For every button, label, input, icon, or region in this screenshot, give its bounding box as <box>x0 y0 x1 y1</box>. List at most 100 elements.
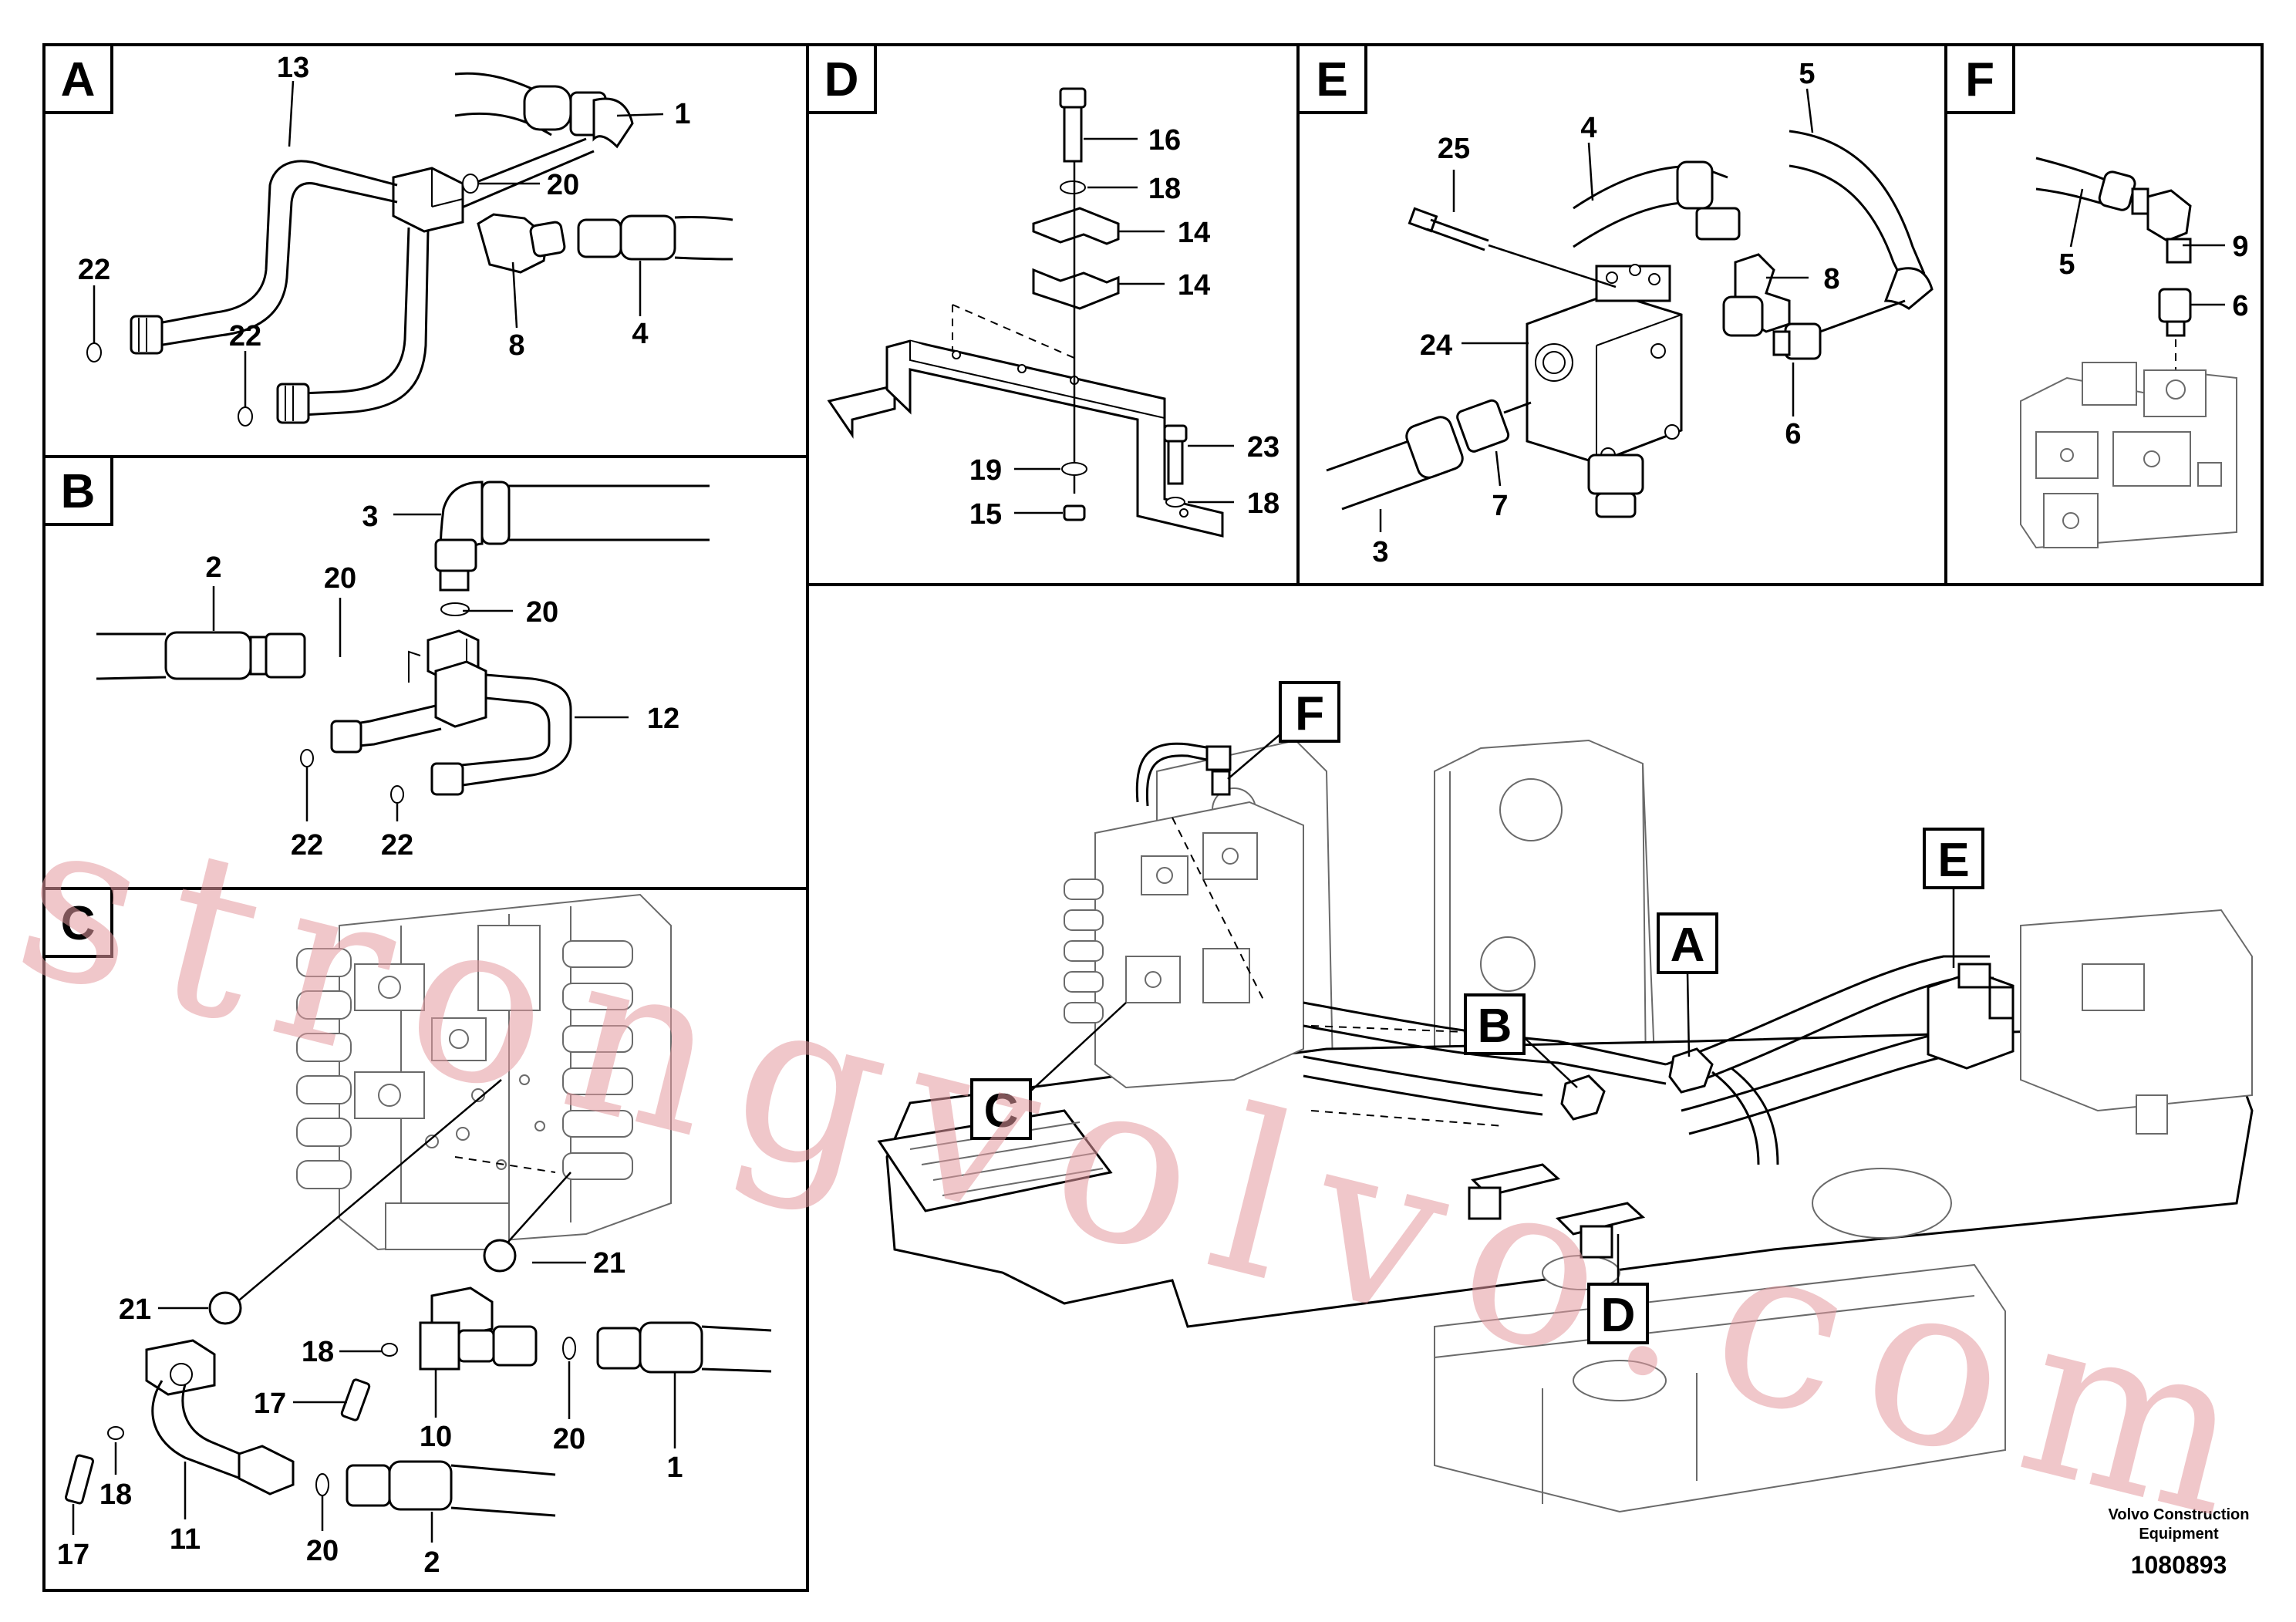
hose-sleeve-4 <box>619 214 676 261</box>
panel-e: E <box>1296 43 1947 586</box>
valve-spools <box>296 940 633 1189</box>
callout-20: 20 <box>553 1423 585 1455</box>
bolt-17 <box>65 1454 94 1505</box>
clamp-14 <box>1032 207 1120 245</box>
tee-block <box>392 167 464 233</box>
overview-tag-b-box <box>1464 993 1526 1055</box>
callout-4: 4 <box>632 318 648 350</box>
callout-11: 11 <box>170 1523 201 1556</box>
footer-brand-line2: Equipment <box>2139 1526 2219 1543</box>
pipe-12 <box>462 673 572 787</box>
panel-c: C <box>42 887 809 1592</box>
panel-d: D 16 18 14 14 <box>806 43 1300 586</box>
footer: Volvo Construction Equipment 1080893 <box>2109 1506 2250 1579</box>
overview-tag-e: E <box>1937 834 1969 887</box>
elbow-9 <box>2146 189 2192 242</box>
panel-b-tag: B <box>61 465 96 518</box>
panel-c-tag-box <box>42 887 113 958</box>
elbow-11 <box>238 1445 295 1496</box>
clamp-14 <box>1032 268 1120 310</box>
callout-20: 20 <box>324 562 356 595</box>
o-ring <box>86 342 102 363</box>
control-valve <box>296 893 672 1251</box>
hose-5 <box>1789 130 1926 275</box>
bolt-17 <box>340 1378 371 1421</box>
overview-tag-c: C <box>984 1084 1019 1138</box>
callout-8: 8 <box>1823 263 1839 295</box>
hose-1 <box>701 1325 772 1332</box>
callout-1: 1 <box>666 1452 683 1484</box>
panel-f-tag: F <box>1965 53 1994 106</box>
callout-23: 23 <box>1247 431 1279 464</box>
callout-20: 20 <box>547 169 579 201</box>
washer-18 <box>107 1426 124 1440</box>
bolt-23 <box>1167 440 1184 485</box>
callout-18: 18 <box>99 1479 132 1511</box>
washer-19 <box>1061 462 1087 476</box>
nut-10 <box>492 1325 538 1367</box>
o-ring-20 <box>562 1337 576 1360</box>
overview-tag-a: A <box>1671 919 1705 972</box>
callout-6: 6 <box>2232 290 2248 322</box>
callout-19: 19 <box>969 454 1002 487</box>
hose-sleeve-2 <box>164 631 252 680</box>
callout-2: 2 <box>423 1546 440 1579</box>
panel-a-tag-box <box>42 43 113 114</box>
hose-4 <box>674 216 733 221</box>
overview-tag-f: F <box>1295 687 1324 740</box>
overview-tag-f-box <box>1279 681 1340 743</box>
washer-18 <box>381 1343 398 1357</box>
adapter-6 <box>2158 288 2192 323</box>
overview-valve-e <box>1927 963 2014 1070</box>
o-ring-21 <box>208 1291 242 1325</box>
nut-3 <box>434 538 477 572</box>
hose-sleeve <box>523 85 572 131</box>
panel-f-tag-box <box>1944 43 2015 114</box>
callout-1: 1 <box>674 98 690 130</box>
overview-hose-f <box>1135 742 1212 803</box>
lower-frame <box>1434 1263 2006 1513</box>
valve-ports <box>354 925 545 1250</box>
overview-tag-a-box <box>1657 912 1718 974</box>
callout-5: 5 <box>1799 58 1815 90</box>
bracket <box>885 339 1224 538</box>
o-ring-22 <box>300 749 314 767</box>
footer-drawing-code: 1080893 <box>2131 1551 2227 1579</box>
callout-18: 18 <box>1247 487 1279 520</box>
pipe-13 <box>153 160 398 325</box>
overview-tag-b: B <box>1478 1000 1512 1053</box>
o-ring-20 <box>462 174 479 194</box>
hose-sleeve-2 <box>388 1460 453 1511</box>
callout-24: 24 <box>1420 329 1452 362</box>
callout-17: 17 <box>254 1388 286 1420</box>
callout-3: 3 <box>1372 536 1388 568</box>
nut-1 <box>596 1327 642 1370</box>
overview-hoses <box>1303 955 1994 1165</box>
bolt-25 <box>1430 218 1489 242</box>
hose-2 <box>450 1464 556 1476</box>
washer-18 <box>1165 497 1185 508</box>
callout-15: 15 <box>969 498 1002 531</box>
o-ring-21 <box>483 1239 517 1273</box>
control-valve-top <box>2020 362 2237 549</box>
callout-12: 12 <box>647 703 679 735</box>
upper-frame <box>885 1024 2254 1328</box>
washer-18 <box>1060 180 1086 194</box>
callout-21: 21 <box>593 1247 625 1280</box>
swing-ring <box>1812 1168 1952 1239</box>
hose-sleeve-1 <box>639 1321 703 1374</box>
end-fitting <box>430 762 464 796</box>
callout-20: 20 <box>526 596 558 629</box>
panel-d-tag: D <box>824 53 859 106</box>
nut-2 <box>265 632 306 679</box>
callout-2: 2 <box>205 551 221 584</box>
panel-a-frame <box>42 43 809 458</box>
overview-tag-c-box <box>970 1078 1032 1140</box>
panel-e-tag-box <box>1296 43 1367 114</box>
callout-4: 4 <box>1580 112 1596 144</box>
nut-15 <box>1063 504 1086 521</box>
callout-8: 8 <box>508 329 524 362</box>
callout-16: 16 <box>1148 124 1181 157</box>
o-ring-20 <box>315 1473 329 1496</box>
overview-control-valve <box>1064 801 1304 1089</box>
